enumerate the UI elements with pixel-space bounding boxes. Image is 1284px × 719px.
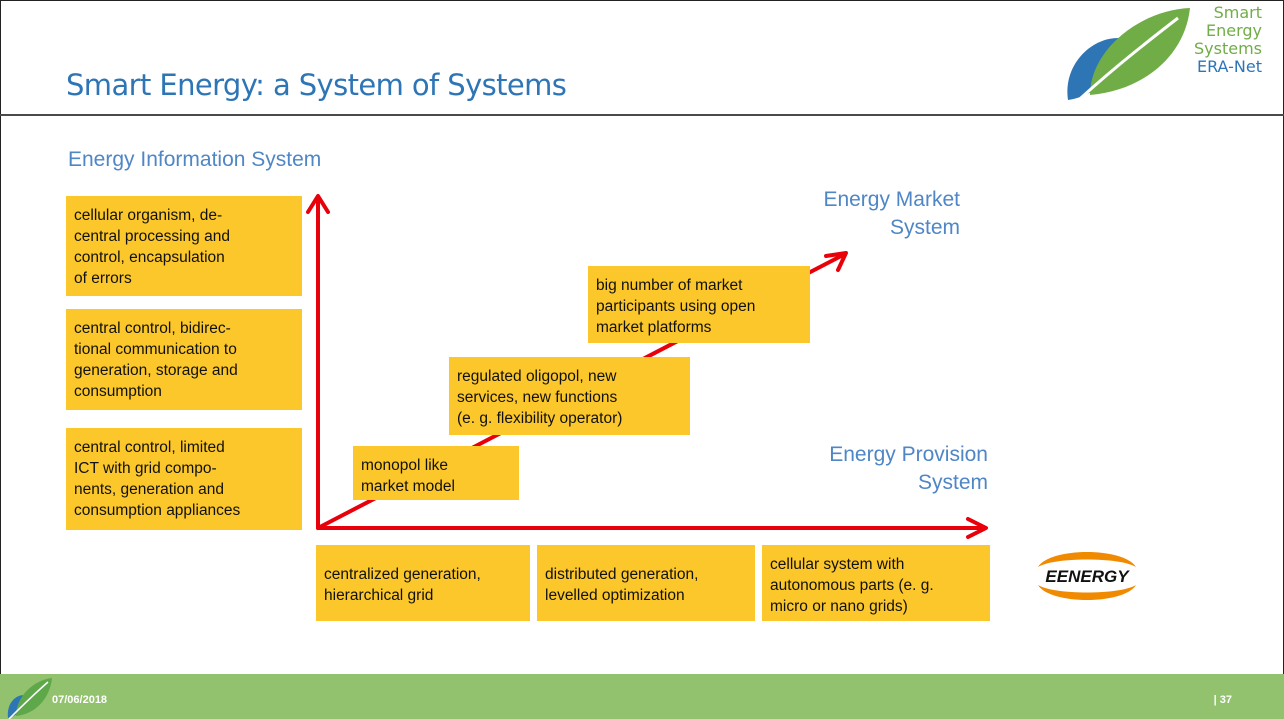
info-box-bidirectional: central control, bidirec- tional communi… (66, 309, 302, 410)
eenergy-logo-text: EENERGY (1045, 567, 1130, 586)
market-box-open-platforms: big number of market participants using … (588, 266, 810, 343)
horizontal-axis-label-line: System (917, 471, 988, 494)
diagonal-axis-label: Energy Market System (740, 186, 960, 242)
footer-bar (0, 674, 1284, 719)
title-divider (0, 114, 1284, 116)
eenergy-logo: EENERGY (1030, 545, 1144, 607)
diagonal-axis-label-line: System (889, 216, 960, 239)
info-box-cellular: cellular organism, de- central processin… (66, 196, 302, 296)
provision-box-distributed: distributed generation, levelled optimiz… (537, 545, 755, 621)
leaf-icon (1067, 8, 1190, 110)
provision-box-centralized: centralized generation, hierarchical gri… (316, 545, 530, 621)
logo-line: Smart (1213, 3, 1262, 22)
market-box-monopol: monopol like market model (353, 446, 519, 500)
slide-title: Smart Energy: a System of Systems (66, 68, 567, 102)
info-box-limited-ict: central control, limited ICT with grid c… (66, 428, 302, 530)
diagonal-axis-label-line: Energy Market (823, 188, 960, 211)
logo-line: Energy (1205, 21, 1262, 40)
vertical-axis-label: Energy Information System (68, 148, 322, 171)
page-number: | 37 (1213, 694, 1232, 706)
logo-line: Systems (1194, 39, 1262, 58)
market-box-oligopol: regulated oligopol, new services, new fu… (449, 357, 690, 435)
logo-line: ERA-Net (1196, 57, 1262, 76)
horizontal-axis-label-line: Energy Provision (829, 443, 988, 466)
provision-box-cellular: cellular system with autonomous parts (e… (762, 545, 990, 621)
footer-leaf-icon (7, 678, 52, 719)
eenergy-logo-graphic: EENERGY (1038, 552, 1136, 600)
horizontal-axis-label: Energy Provision System (740, 441, 988, 497)
era-net-logo: Smart Energy Systems ERA-Net (1060, 0, 1282, 112)
horizontal-arrowhead (966, 517, 988, 539)
logo-text: Smart Energy Systems ERA-Net (1194, 4, 1262, 76)
footer-date: 07/06/2018 (52, 694, 108, 706)
vertical-arrowhead (306, 194, 330, 214)
diagonal-arrowhead (824, 251, 848, 272)
